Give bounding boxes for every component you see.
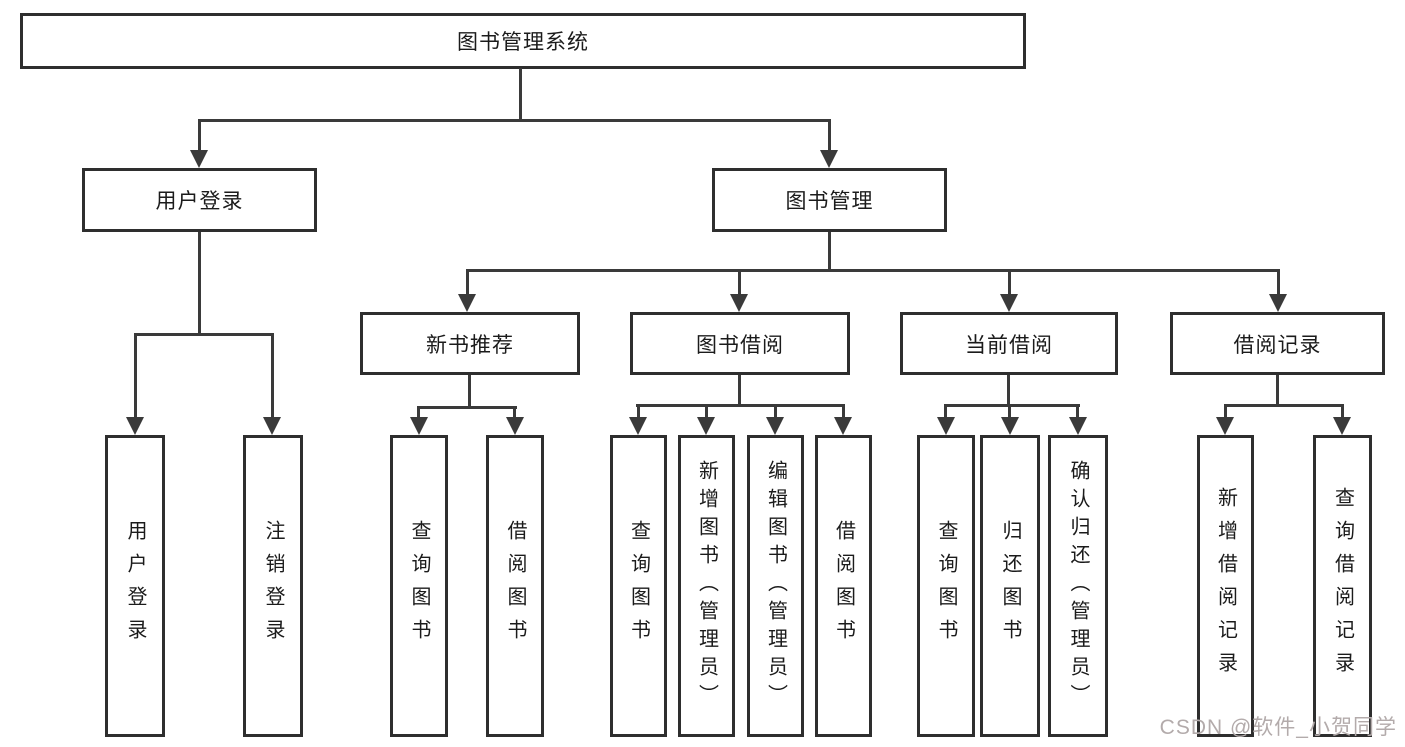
arrowhead	[126, 417, 144, 435]
connector-new-book-drop	[466, 269, 469, 297]
leaf-add-book-admin-label: 新增图书（管理员）	[695, 460, 718, 712]
leaf-borrow-book-borrow: 借阅图书	[815, 435, 872, 737]
leaf-add-book-admin: 新增图书（管理员）	[678, 435, 735, 737]
leaf-user-login-label: 用户登录	[124, 520, 146, 652]
connector-new-book-rail	[417, 406, 517, 409]
arrowhead	[1216, 417, 1234, 435]
leaf-borrow-book-borrow-label: 借阅图书	[832, 520, 855, 652]
leaf-query-book-borrow-label: 查询图书	[627, 520, 650, 652]
connector-leaf-drop	[417, 406, 420, 419]
connector-book-management-stem	[828, 232, 831, 272]
leaf-borrow-book-recommend: 借阅图书	[486, 435, 544, 737]
leaf-query-borrow-record-label: 查询借阅记录	[1331, 487, 1354, 685]
connector-user-login-rail	[134, 333, 274, 336]
leaf-return-book-label: 归还图书	[999, 520, 1021, 652]
leaf-edit-book-admin: 编辑图书（管理员）	[747, 435, 804, 737]
connector-leaf-drop	[774, 404, 777, 419]
connector-leaf-drop	[705, 404, 708, 419]
node-root-label: 图书管理系统	[457, 31, 589, 54]
arrowhead	[1333, 417, 1351, 435]
node-book-management: 图书管理	[712, 168, 947, 232]
connector-user-login-drop	[198, 119, 201, 152]
connector-leaf-drop	[1008, 404, 1011, 419]
node-current-borrow: 当前借阅	[900, 312, 1118, 375]
connector-borrow-records-rail	[1224, 404, 1344, 407]
node-new-book-recommend-label: 新书推荐	[426, 333, 514, 357]
leaf-return-book: 归还图书	[980, 435, 1040, 737]
arrowhead	[263, 417, 281, 435]
leaf-add-borrow-record-label: 新增借阅记录	[1214, 487, 1237, 685]
arrowhead	[1000, 294, 1018, 312]
leaf-user-login: 用户登录	[105, 435, 165, 737]
connector-book-borrow-stem	[738, 375, 741, 406]
connector-borrow-records-drop	[1277, 269, 1280, 297]
node-borrow-records-label: 借阅记录	[1233, 333, 1322, 357]
node-root: 图书管理系统	[20, 13, 1026, 69]
leaf-edit-book-admin-label: 编辑图书（管理员）	[764, 460, 787, 712]
connector-leaf-drop	[134, 333, 137, 419]
connector-leaf-drop	[513, 406, 516, 419]
arrowhead	[834, 417, 852, 435]
node-new-book-recommend: 新书推荐	[360, 312, 580, 375]
leaf-add-borrow-record: 新增借阅记录	[1197, 435, 1254, 737]
node-user-login: 用户登录	[82, 168, 317, 232]
connector-level2-rail	[198, 119, 831, 122]
connector-leaf-drop	[1341, 404, 1344, 419]
leaf-query-book-recommend-label: 查询图书	[408, 520, 430, 652]
arrowhead	[629, 417, 647, 435]
connector-leaf-drop	[944, 404, 947, 419]
arrowhead	[937, 417, 955, 435]
node-book-borrow: 图书借阅	[630, 312, 850, 375]
connector-current-borrow-stem	[1007, 375, 1010, 406]
connector-level3-rail	[466, 269, 1280, 272]
leaf-confirm-return-admin: 确认归还（管理员）	[1048, 435, 1108, 737]
leaf-query-book-recommend: 查询图书	[390, 435, 448, 737]
connector-book-management-drop	[828, 119, 831, 152]
arrowhead	[1069, 417, 1087, 435]
connector-leaf-drop	[637, 404, 640, 419]
arrowhead	[766, 417, 784, 435]
node-book-management-label: 图书管理	[785, 190, 874, 213]
arrowhead	[1001, 417, 1019, 435]
connector-leaf-drop	[1224, 404, 1227, 419]
arrowhead	[458, 294, 476, 312]
connector-book-borrow-drop	[738, 269, 741, 297]
leaf-query-book-current: 查询图书	[917, 435, 975, 737]
leaf-query-book-current-label: 查询图书	[935, 520, 957, 652]
leaf-logout-login: 注销登录	[243, 435, 303, 737]
connector-book-borrow-rail	[636, 404, 845, 407]
connector-current-borrow-drop	[1008, 269, 1011, 297]
leaf-borrow-book-recommend-label: 借阅图书	[504, 520, 526, 652]
arrowhead	[820, 150, 838, 168]
leaf-query-borrow-record: 查询借阅记录	[1313, 435, 1372, 737]
connector-current-borrow-rail	[944, 404, 1080, 407]
arrowhead	[697, 417, 715, 435]
arrowhead	[1269, 294, 1287, 312]
connector-leaf-drop	[1076, 404, 1079, 419]
watermark: CSDN @软件_小贺同学	[1159, 716, 1397, 739]
connector-leaf-drop	[842, 404, 845, 419]
connector-borrow-records-stem	[1276, 375, 1279, 406]
arrowhead	[506, 417, 524, 435]
leaf-query-book-borrow: 查询图书	[610, 435, 667, 737]
connector-leaf-drop	[271, 333, 274, 419]
arrowhead	[190, 150, 208, 168]
leaf-logout-login-label: 注销登录	[262, 520, 284, 652]
connector-user-login-stem	[198, 232, 201, 336]
node-book-borrow-label: 图书借阅	[696, 333, 784, 357]
connector-root-stem	[519, 68, 522, 121]
connector-new-book-stem	[468, 375, 471, 409]
node-user-login-label: 用户登录	[155, 190, 244, 213]
node-borrow-records: 借阅记录	[1170, 312, 1385, 375]
arrowhead	[730, 294, 748, 312]
arrowhead	[410, 417, 428, 435]
node-current-borrow-label: 当前借阅	[965, 333, 1053, 357]
leaf-confirm-return-admin-label: 确认归还（管理员）	[1067, 460, 1089, 712]
